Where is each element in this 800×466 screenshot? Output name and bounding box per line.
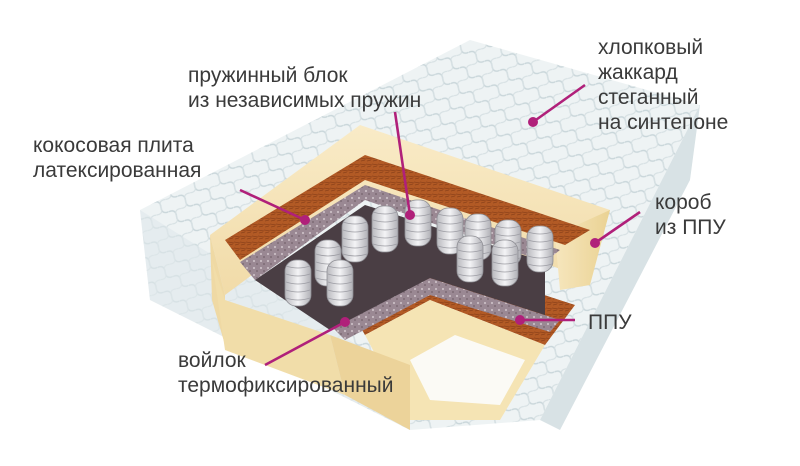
spring-coil: [341, 215, 369, 263]
label-coconut-line1: кокосовая плита: [33, 134, 194, 157]
label-cotton-jacquard-line4: на синтепоне: [598, 111, 729, 134]
callout-line: [239, 188, 306, 222]
spring-coil: [326, 259, 354, 307]
label-cotton-jacquard-line2: жаккард: [598, 61, 678, 84]
label-cotton-jacquard-line1: хлопковый: [598, 36, 704, 59]
callout-lines: [239, 83, 641, 367]
label-felt: войлок термофиксированный: [178, 348, 394, 398]
callout-dot: [340, 317, 350, 327]
spring-coil: [456, 235, 484, 283]
label-spring-block-line1: пружинный блок: [188, 64, 348, 87]
label-ppu-line1: ППУ: [588, 311, 632, 334]
label-felt-line2: термофиксированный: [178, 374, 394, 397]
callout-dot: [528, 117, 538, 127]
spring-coil: [526, 225, 554, 273]
callout-dot: [590, 238, 600, 248]
callout-dot: [300, 215, 310, 225]
spring-coil: [371, 205, 399, 253]
callout-line: [264, 320, 346, 367]
label-foam-box-line2: из ППУ: [655, 216, 726, 239]
callout-line: [532, 83, 586, 124]
label-felt-line1: войлок: [178, 349, 246, 372]
label-cotton-jacquard: хлопковый жаккард стеганный на синтепоне: [598, 35, 728, 135]
label-ppu: ППУ: [588, 310, 632, 335]
label-foam-box-line1: короб: [655, 191, 712, 214]
label-foam-box: короб из ППУ: [655, 190, 726, 240]
callout-line: [393, 111, 412, 216]
callout-dot: [515, 315, 525, 325]
callout-dot: [405, 210, 415, 220]
spring-coil: [491, 239, 519, 287]
spring-coil: [284, 259, 312, 307]
label-cotton-jacquard-line3: стеганный: [598, 86, 699, 109]
label-spring-block: пружинный блок из независимых пружин: [188, 63, 421, 113]
label-coconut: кокосовая плита латексированная: [33, 133, 201, 183]
spring-coil: [436, 207, 464, 255]
spring-block: [255, 199, 554, 330]
callout-line: [594, 210, 641, 245]
label-spring-block-line2: из независимых пружин: [188, 89, 422, 112]
foam-front-wall: [212, 260, 410, 430]
label-coconut-line2: латексированная: [33, 159, 202, 182]
